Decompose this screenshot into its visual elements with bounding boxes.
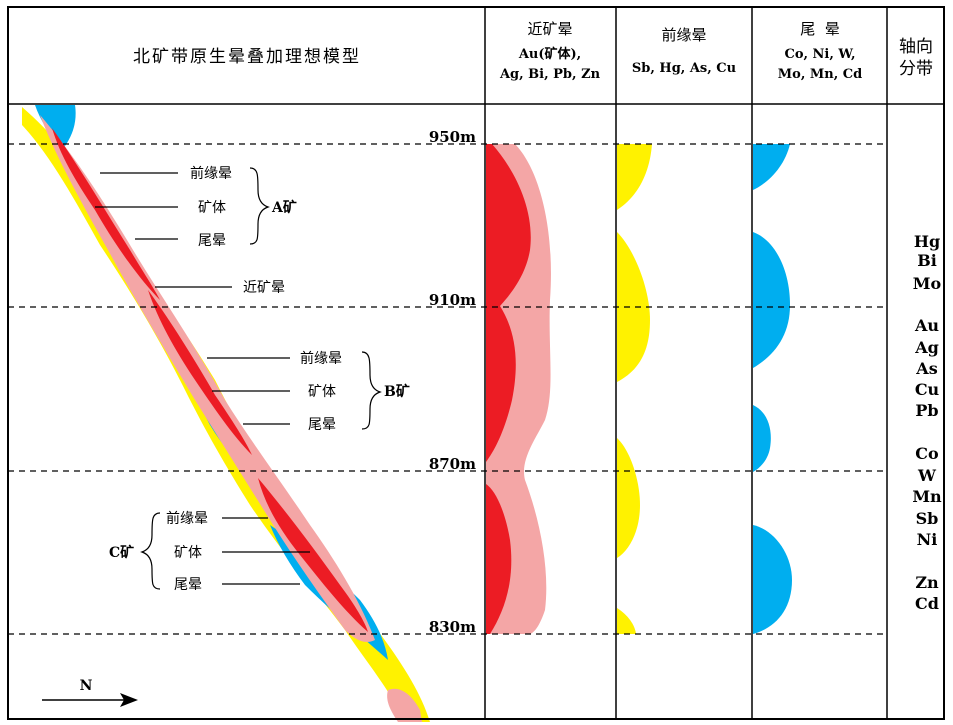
zoning-sequence: Hg Bi Mo Au Ag As Cu Pb Co W Mn Sb Ni Zn… [912,232,942,613]
tail-halo-elements-2: Mo, Mn, Cd [778,67,862,82]
tail-halo-profile [753,144,792,634]
zoning-element: W [917,466,937,485]
north-label: N [80,678,93,694]
depth-label-830: 830m [429,618,476,636]
ore-a-tail-label: 尾晕 [198,233,226,249]
ore-body-c [258,478,368,632]
front-halo-lens [617,438,640,558]
ore-body-b [148,290,252,455]
zoning-element: Bi [917,251,937,270]
zoning-element: Zn [915,573,939,592]
zoning-element: As [915,359,937,378]
tail-halo-lens [35,105,76,150]
near-ore-halo [387,688,422,722]
table-frame [7,6,945,720]
ore-b-tail-label: 尾晕 [308,417,336,433]
tail-halo-header: 尾 晕 [800,20,840,38]
depth-label-910: 910m [429,291,476,309]
ore-b-annotations [207,351,382,430]
front-halo-header: 前缘晕 [661,26,706,44]
ore-a-name: A矿 [271,199,297,216]
zoning-element: Ni [917,530,938,549]
tail-halo-elements-1: Co, Ni, W, [784,47,855,62]
ore-c-front-label: 前缘晕 [166,510,208,527]
depth-label-870: 870m [429,455,476,473]
front-halo-profile [617,144,652,634]
depth-label-950: 950m [429,128,476,146]
near-halo-profile [486,144,551,634]
tail-halo-lens [753,525,792,634]
near-halo-red-profile [486,484,512,634]
zoning-element: Ag [914,338,939,357]
zoning-element: Cd [915,594,939,613]
zoning-element: Hg [914,232,940,251]
zoning-element: Mo [913,274,942,293]
ore-zone-section [22,105,430,722]
near-halo-header: 近矿晕 [527,20,572,38]
front-halo-lens [617,608,636,634]
near-halo-red-profile [486,144,531,462]
zoning-element: Mn [912,487,942,506]
model-title: 北矿带原生晕叠加理想模型 [133,47,361,67]
tail-halo-lens [753,405,771,472]
front-halo-elements: Sb, Hg, As, Cu [632,61,736,76]
front-halo-lens [617,144,652,210]
ore-a-annotations [95,167,270,245]
ore-c-name: C矿 [109,544,134,561]
zoning-element: Cu [915,380,940,399]
axial-zoning-header-2: 分带 [899,59,933,79]
ore-a-body-label: 矿体 [198,200,226,216]
depth-lines [8,143,887,635]
ore-body-a [52,128,160,300]
near-halo-elements-1: Au(矿体), [518,46,581,62]
zoning-element: Sb [916,509,939,528]
ore-c-tail-label: 尾晕 [174,577,202,593]
tail-halo-lens [753,232,790,368]
front-halo-lens [617,232,650,382]
axial-zoning-header-1: 轴向 [899,37,933,57]
ore-b-name: B矿 [384,383,410,400]
zoning-element: Au [914,316,939,335]
ore-a-front-label: 前缘晕 [190,165,232,182]
tail-halo-lens [753,144,790,190]
ore-c-body-label: 矿体 [174,545,202,561]
zoning-element: Pb [915,401,938,420]
ore-b-front-label: 前缘晕 [300,350,342,367]
ore-c-annotations [140,512,310,590]
ore-b-body-label: 矿体 [308,384,336,400]
near-ore-label: 近矿晕 [243,280,285,296]
zoning-element: Co [915,444,939,463]
north-arrow [42,693,138,707]
near-halo-elements-2: Ag, Bi, Pb, Zn [499,67,601,82]
